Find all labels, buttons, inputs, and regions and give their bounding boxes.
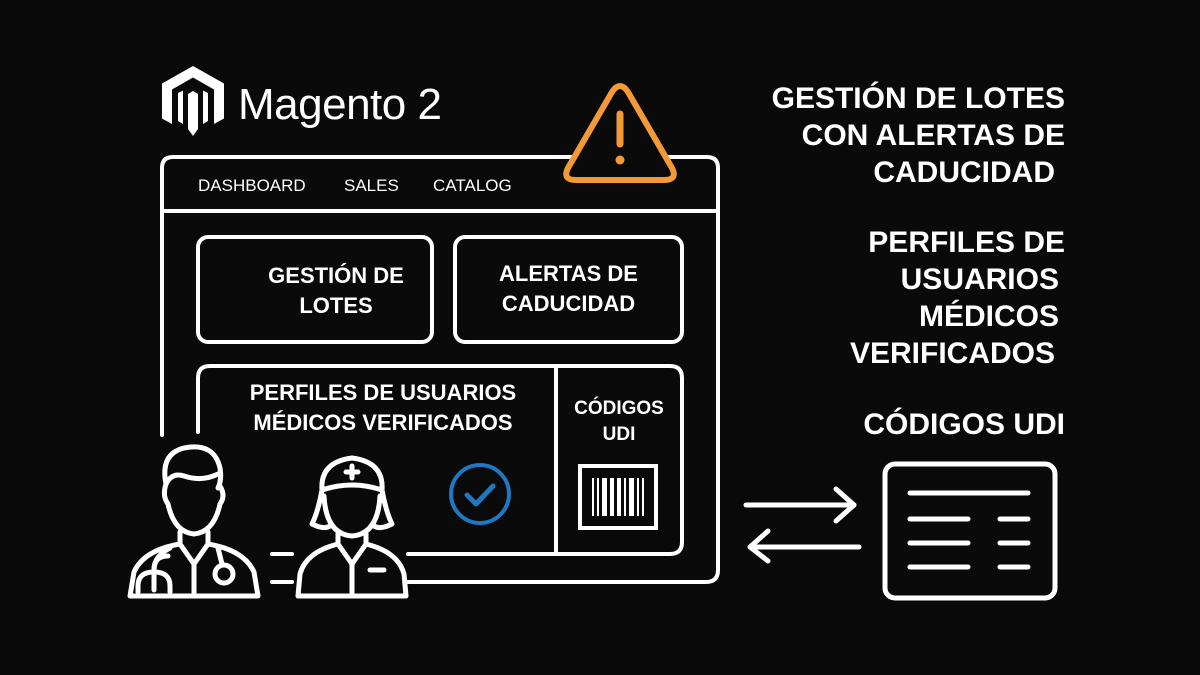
- card-udi-line1: CÓDIGOS: [574, 398, 664, 419]
- card-udi-line2: UDI: [602, 424, 636, 445]
- card-lots-line1: GESTIÓN DE: [268, 263, 404, 288]
- bidirectional-arrows-icon: [743, 486, 862, 564]
- card-udi[interactable]: CÓDIGOS UDI: [556, 396, 682, 448]
- check-circle-icon: [449, 463, 511, 525]
- card-profiles-line2: MÉDICOS VERIFICADOS: [253, 410, 513, 435]
- nav-sales[interactable]: SALES: [344, 176, 399, 195]
- card-profiles-line1: PERFILES DE USUARIOS: [249, 380, 517, 405]
- document-list-icon: [882, 461, 1058, 601]
- feature-text-line: PERFILES DE: [868, 226, 1065, 259]
- feature-text-line: CÓDIGOS UDI: [863, 408, 1065, 441]
- card-lots[interactable]: GESTIÓN DE LOTES: [198, 261, 474, 321]
- feature-profiles: PERFILES DE USUARIOS MÉDICOS VERIFICADOS: [850, 224, 1065, 372]
- feature-lots-alerts: GESTIÓN DE LOTES CON ALERTAS DE CADUCIDA…: [772, 80, 1065, 191]
- warning-triangle-icon: [563, 83, 677, 183]
- card-alerts-line1: ALERTAS DE: [499, 261, 638, 286]
- card-alerts[interactable]: ALERTAS DE CADUCIDAD: [455, 259, 682, 319]
- feature-text-line: MÉDICOS: [918, 300, 1059, 333]
- magento-logo-icon: [162, 66, 224, 136]
- doctor-icon: [127, 444, 261, 599]
- barcode-icon: [578, 464, 658, 530]
- feature-text-line: CADUCIDAD: [873, 156, 1055, 189]
- feature-text-line: GESTIÓN DE LOTES: [771, 82, 1065, 115]
- nav-catalog[interactable]: CATALOG: [433, 176, 512, 195]
- feature-text-line: CON ALERTAS DE: [801, 119, 1065, 152]
- card-alerts-line2: CADUCIDAD: [501, 291, 636, 316]
- feature-text-line: USUARIOS: [900, 263, 1059, 296]
- nav-dashboard[interactable]: DASHBOARD: [198, 176, 306, 195]
- nurse-icon: [295, 455, 409, 599]
- card-profiles[interactable]: PERFILES DE USUARIOS MÉDICOS VERIFICADOS: [210, 378, 556, 438]
- feature-text-line: VERIFICADOS: [849, 337, 1055, 370]
- card-lots-line2: LOTES: [299, 293, 373, 318]
- logo-text: Magento 2: [238, 80, 442, 129]
- feature-udi: CÓDIGOS UDI: [863, 406, 1065, 443]
